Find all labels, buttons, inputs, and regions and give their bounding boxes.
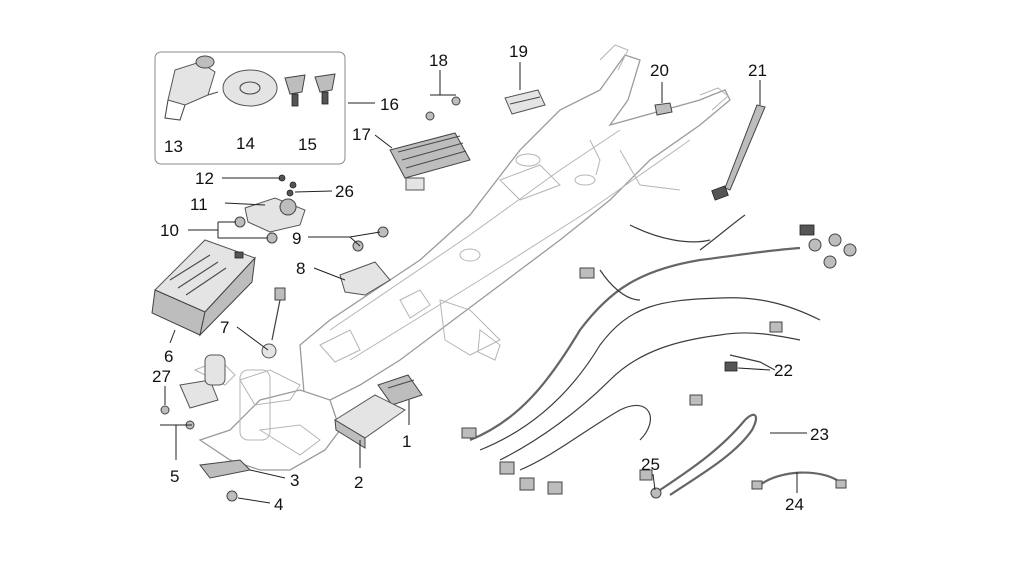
screws-10 <box>234 216 278 244</box>
callout-6: 6 <box>164 347 173 366</box>
callout-1: 1 <box>402 432 411 451</box>
leader-lines <box>160 62 807 504</box>
battery <box>151 239 256 337</box>
voltage-regulator <box>389 132 471 191</box>
nuts-18 <box>425 96 461 121</box>
callout-22: 22 <box>774 361 793 380</box>
control-module <box>334 394 406 449</box>
relay <box>504 89 546 115</box>
callout-17: 17 <box>352 125 371 144</box>
callout-20: 20 <box>650 61 669 80</box>
cdi-unit <box>377 374 423 406</box>
callout-11: 11 <box>190 195 208 214</box>
callout-27: 27 <box>152 367 171 386</box>
callout-7: 7 <box>220 318 229 337</box>
kit-group-box <box>154 51 346 165</box>
callout-2: 2 <box>354 473 363 492</box>
starter-relay-bracket <box>244 174 306 233</box>
wiring-harness <box>461 214 857 495</box>
callout-labels: 1 2 3 4 5 6 7 8 9 10 11 12 13 14 15 16 1… <box>152 42 829 514</box>
lock-cover-cap <box>222 69 278 107</box>
callout-10: 10 <box>160 221 179 240</box>
clip <box>654 102 673 116</box>
sensor-cable <box>261 287 286 359</box>
callout-14: 14 <box>236 134 255 153</box>
callout-8: 8 <box>296 259 305 278</box>
callout-18: 18 <box>429 51 448 70</box>
callout-15: 15 <box>298 135 317 154</box>
callout-24: 24 <box>785 495 804 514</box>
callout-19: 19 <box>509 42 528 61</box>
mounting-bracket <box>339 226 391 296</box>
callout-23: 23 <box>810 425 829 444</box>
callout-12: 12 <box>195 169 214 188</box>
keys <box>284 73 336 107</box>
callout-3: 3 <box>290 471 299 490</box>
cable-23 <box>650 413 758 499</box>
callout-25: 25 <box>641 455 660 474</box>
callout-9: 9 <box>292 229 301 248</box>
callout-13: 13 <box>164 137 183 156</box>
rear-frame <box>299 44 731 406</box>
cable-24 <box>751 471 847 490</box>
callout-26: 26 <box>335 182 354 201</box>
cable-tie <box>711 104 766 201</box>
callout-4: 4 <box>274 495 283 514</box>
ignition-lock <box>164 55 219 121</box>
callout-16: 16 <box>380 95 399 114</box>
callout-21: 21 <box>748 61 767 80</box>
callout-5: 5 <box>170 467 179 486</box>
